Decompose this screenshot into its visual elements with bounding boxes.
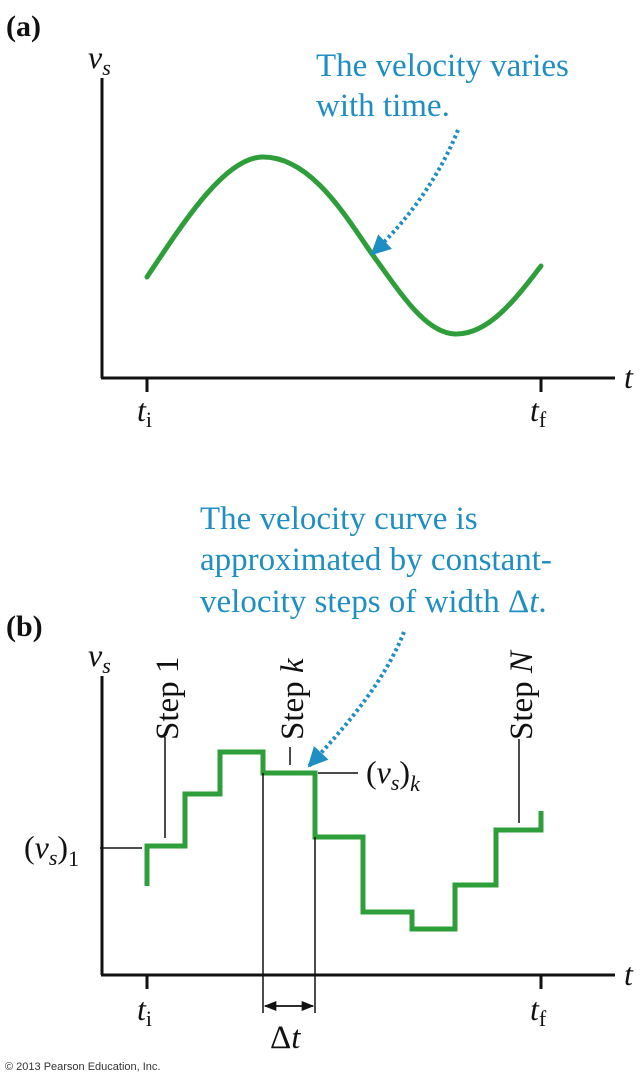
panel-b-step-function bbox=[144, 749, 544, 932]
panel-a: (a) vs t ti tf The velocity varies with … bbox=[6, 10, 634, 432]
vs-1-label: (vs)1 bbox=[24, 829, 79, 871]
panel-b-callout-line-1: The velocity curve is bbox=[200, 501, 478, 537]
panel-b-tick-label-ti: ti bbox=[137, 991, 152, 1031]
panel-a-velocity-curve bbox=[144, 154, 544, 337]
panel-a-callout-line-1: The velocity varies bbox=[316, 48, 569, 84]
panel-a-callout-line-2: with time. bbox=[316, 88, 450, 124]
vs-k-label: (vs)k bbox=[366, 754, 421, 796]
panel-b-y-axis-label: vs bbox=[88, 637, 111, 678]
panel-a-tick-label-ti: ti bbox=[137, 392, 152, 432]
step-k-label: Step k bbox=[275, 657, 311, 740]
panel-b-x-axis-label: t bbox=[624, 956, 634, 992]
panel-a-y-axis-label: vs bbox=[88, 39, 111, 80]
panel-a-tick-label-tf: tf bbox=[530, 392, 547, 432]
panel-a-label: (a) bbox=[6, 10, 41, 43]
panel-b-callout-arrow bbox=[307, 631, 406, 768]
panel-b-callout-line-2: approximated by constant- bbox=[200, 542, 552, 578]
copyright: © 2013 Pearson Education, Inc. bbox=[5, 1061, 160, 1073]
panel-a-callout-arrow bbox=[370, 129, 460, 256]
step-1-label: Step 1 bbox=[150, 657, 186, 740]
step-n-label: Step N bbox=[504, 649, 540, 740]
panel-a-x-axis-label: t bbox=[624, 359, 634, 395]
panel-b-callout-line-3: velocity steps of width Δt. bbox=[200, 584, 547, 620]
delta-t-label: Δt bbox=[270, 1020, 301, 1056]
panel-b-tick-label-tf: tf bbox=[530, 991, 547, 1031]
panel-b: (b) The velocity curve is approximated b… bbox=[6, 501, 634, 1056]
panel-b-label: (b) bbox=[6, 610, 43, 643]
